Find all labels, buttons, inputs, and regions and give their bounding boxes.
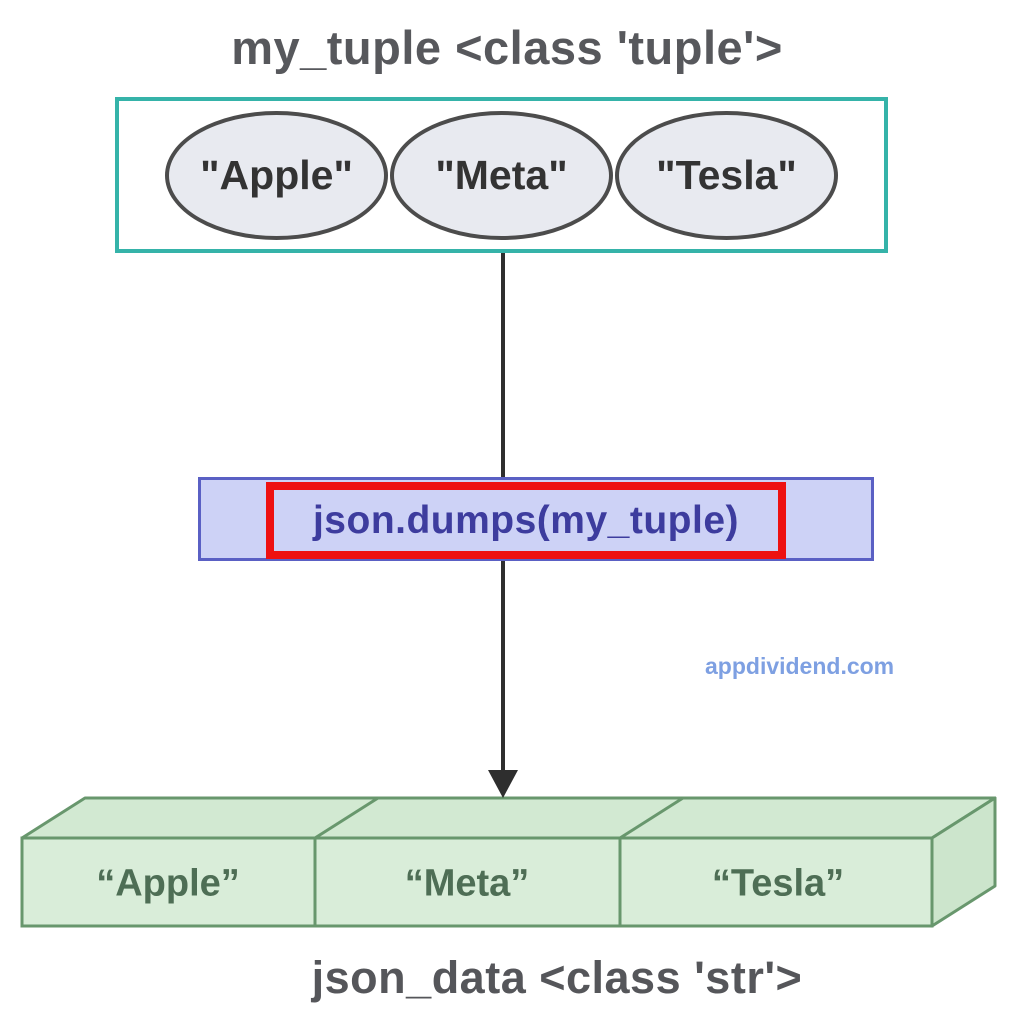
string-box-top-divider-1 — [314, 796, 379, 840]
string-item-apple: “Apple” — [96, 862, 240, 905]
function-label: json.dumps(my_tuple) — [312, 498, 740, 542]
tuple-title: my_tuple <class 'tuple'> — [231, 21, 783, 74]
tuple-item-apple: "Apple" — [165, 110, 388, 240]
string-item-tesla: “Tesla” — [711, 862, 845, 905]
string-item-meta: “Meta” — [404, 862, 530, 905]
function-highlight-box: json.dumps(my_tuple) — [266, 482, 786, 559]
string-box-top-divider-2 — [619, 796, 684, 840]
arrowhead-icon — [488, 770, 518, 798]
tuple-item-meta: "Meta" — [390, 110, 613, 240]
string-box-top-face — [20, 796, 997, 840]
function-box — [198, 477, 874, 561]
tuple-item-tesla: "Tesla" — [615, 110, 838, 240]
string-box-front-face — [20, 836, 934, 928]
tuple-box: "Apple" "Meta" "Tesla" — [115, 97, 888, 253]
string-title: json_data <class 'str'> — [311, 952, 803, 1003]
watermark: appdividend.com — [705, 653, 895, 679]
